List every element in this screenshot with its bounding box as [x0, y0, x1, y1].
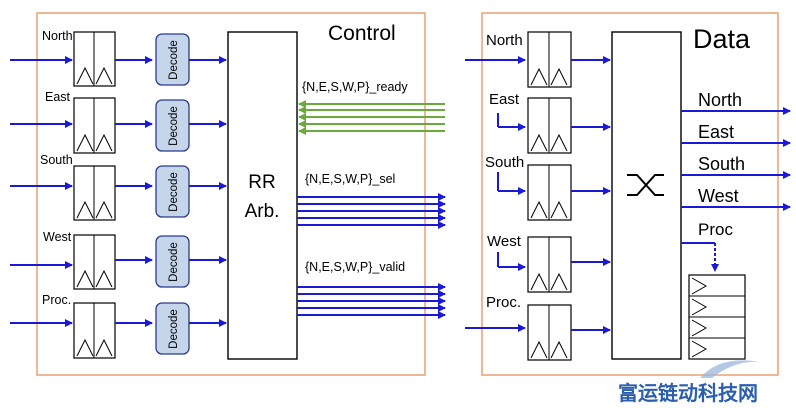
data-output-label-proc: Proc [698, 220, 733, 239]
buffer-entry-marks [76, 133, 113, 152]
buffer-entry-marks [76, 200, 113, 219]
data-output-east: East [681, 122, 791, 147]
buffer-entry-marks [530, 272, 568, 291]
decode-block [155, 235, 190, 288]
data-output-label-north: North [698, 90, 742, 110]
buffer-entry-marks [76, 66, 113, 85]
data-panel-border [481, 12, 779, 376]
data-output-label-south: South [698, 154, 745, 174]
control-input-row-proc: Proc. Decode [10, 293, 227, 359]
data-input-row-proc: Proc. [465, 294, 611, 361]
watermark-logo-icon [700, 360, 760, 378]
data-input-label-east: East [489, 91, 520, 108]
control-title: Control [328, 22, 396, 45]
data-input-row-north: North [465, 31, 611, 88]
valid-bus [297, 283, 446, 319]
decode-label: Decode [168, 242, 180, 282]
control-input-label-west: West [43, 230, 72, 244]
data-input-label-proc: Proc. [486, 294, 521, 311]
decode-block [155, 302, 190, 355]
watermark-text: 富运链动科技网 [618, 381, 758, 405]
queue-entry-marks [691, 277, 708, 358]
ready-bus-label: {N,E,S,W,P}_ready [302, 80, 408, 94]
buffer-entry-marks [530, 200, 568, 219]
data-input-label-north: North [486, 32, 523, 49]
decode-block [155, 165, 190, 218]
control-input-label-east: East [45, 90, 71, 104]
watermark: 富运链动科技网 [618, 360, 760, 405]
sel-bus-label: {N,E,S,W,P}_sel [305, 172, 395, 186]
data-output-label-west: West [698, 186, 739, 206]
ready-bus [298, 100, 445, 135]
data-input-row-west: West [487, 233, 611, 293]
rr-arbiter-box [227, 31, 298, 360]
data-output-west: West [681, 186, 791, 211]
decode-label: Decode [168, 106, 180, 146]
control-input-label-proc: Proc. [42, 293, 71, 307]
data-panel: Data North East South [465, 12, 791, 376]
data-input-label-south: South [485, 154, 524, 171]
decode-label: Decode [168, 40, 180, 80]
data-input-row-east: East [489, 91, 611, 154]
data-output-south: South [681, 154, 791, 179]
control-input-label-north: North [42, 29, 73, 43]
control-input-row-east: East Decode [10, 90, 227, 154]
data-input-label-west: West [487, 233, 522, 250]
decode-label: Decode [168, 309, 180, 349]
valid-bus-label: {N,E,S,W,P}_valid [305, 260, 405, 274]
data-output-proc: Proc [681, 220, 746, 360]
sel-bus [297, 193, 446, 229]
data-output-north: North [681, 90, 791, 115]
control-panel: Control RR Arb. {N,E,S,W,P}_ready {N,E,S… [10, 12, 446, 376]
buffer-entry-marks [76, 338, 113, 357]
control-panel-border [36, 12, 426, 376]
data-output-label-east: East [698, 122, 734, 142]
buffer-entry-marks [530, 340, 568, 359]
arbiter-label-line2: Arb. [245, 201, 280, 222]
crossbar-box [611, 31, 682, 360]
decode-block [155, 99, 190, 152]
buffer-entry-marks [530, 133, 568, 152]
decode-label: Decode [168, 172, 180, 212]
control-input-row-north: North Decode [10, 29, 227, 87]
buffer-entry-marks [76, 269, 113, 288]
control-input-row-west: West Decode [10, 230, 227, 290]
buffer-entry-marks [530, 67, 568, 86]
data-input-row-south: South [485, 154, 611, 221]
proc-ejection-arrowhead [711, 264, 719, 272]
control-input-row-south: South Decode [10, 153, 227, 221]
control-input-label-south: South [40, 153, 73, 167]
crossbar-switch-icon [627, 174, 664, 196]
data-title: Data [693, 24, 751, 54]
arbiter-label-line1: RR [248, 172, 275, 193]
